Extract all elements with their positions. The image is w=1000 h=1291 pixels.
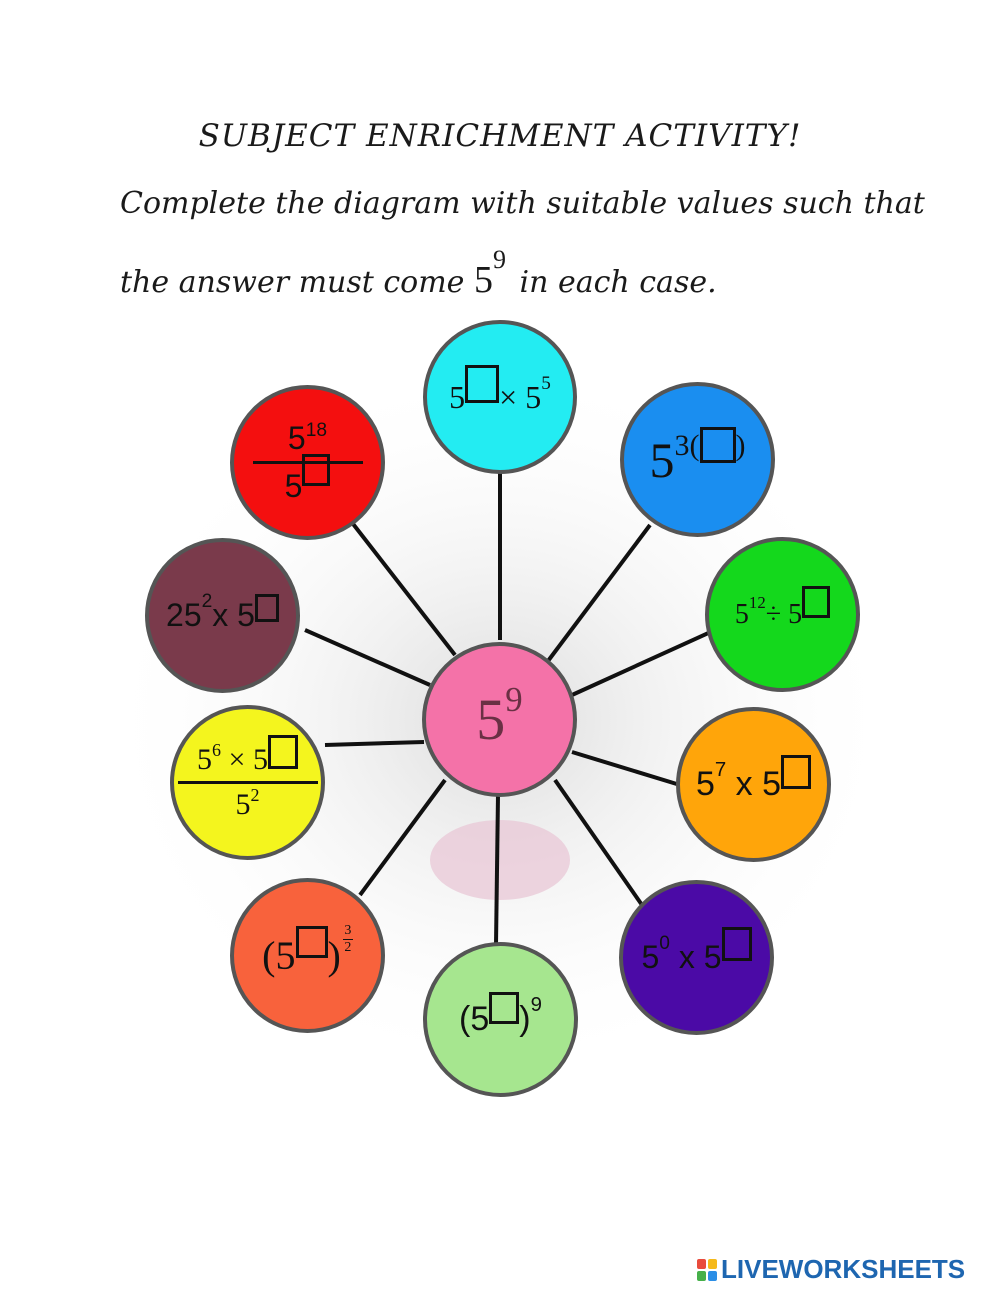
top-left-numerator: 518: [288, 420, 327, 457]
left-lower-fraction-bar: [177, 781, 318, 784]
top-left-fraction: 518 5: [252, 420, 363, 505]
bottom-answer-box[interactable]: [489, 991, 520, 1024]
bottom-right-op: x 5: [678, 939, 722, 975]
spoke-bottom-right: [553, 778, 644, 907]
top-left-den-base: 5: [284, 468, 303, 504]
center-reflection: [430, 820, 570, 900]
circle-top-left: 518 5: [230, 385, 385, 540]
right-upper-base: 5: [734, 598, 749, 630]
left-upper-base: 25: [166, 597, 202, 633]
bottom-right-base: 5: [641, 939, 660, 975]
top-right-base: 5: [649, 431, 675, 488]
right-lower-op: x 5: [735, 765, 782, 803]
instruction-prefix: the answer must come: [120, 265, 465, 300]
center-base: 5: [476, 687, 506, 752]
left-lower-den-exp: 2: [250, 785, 260, 806]
instruction-suffix: in each case.: [519, 265, 717, 300]
bottom-left-open: (5: [262, 933, 296, 978]
bottom-left-close: ): [327, 933, 341, 978]
top-left-fraction-bar: [252, 461, 363, 464]
spoke-right-lower: [571, 750, 681, 787]
answer-exponent: 9: [492, 245, 506, 274]
liveworksheets-logo[interactable]: LIVEWORKSHEETS: [697, 1254, 965, 1285]
bottom-left-answer-box[interactable]: [295, 925, 328, 958]
spokes: [304, 470, 716, 946]
top-left-num-base: 5: [287, 420, 306, 456]
center-exponent: 9: [505, 680, 523, 720]
spoke-left-lower: [324, 740, 425, 747]
bottom-right-exp: 0: [659, 933, 670, 955]
bottom-right-answer-box[interactable]: [721, 926, 752, 961]
spoke-top-left: [348, 518, 457, 657]
liveworksheets-logo-icon: [697, 1258, 717, 1281]
bottom-left-exp-fraction: 3 2: [342, 923, 353, 956]
left-lower-num-exp: 6: [212, 740, 222, 761]
left-lower-denominator: 52: [235, 785, 260, 822]
instruction-line-2: the answer must come 59 in each case.: [120, 245, 717, 302]
top-left-answer-box[interactable]: [302, 454, 331, 486]
left-lower-numerator: 56 × 5: [197, 735, 298, 777]
top-right-answer-box[interactable]: [699, 426, 736, 463]
circle-bottom-left: (5) 3 2: [230, 878, 385, 1033]
bottom-exp: 9: [530, 993, 542, 1016]
left-upper-op: x 5: [212, 597, 255, 633]
bottom-left-exp-den: 2: [344, 940, 352, 955]
top-left-denominator: 5: [284, 454, 331, 505]
left-upper-answer-box[interactable]: [254, 593, 279, 622]
spoke-left-upper: [304, 628, 431, 687]
logo-text: LIVEWORKSHEETS: [721, 1254, 966, 1284]
spoke-bottom-left: [358, 778, 447, 897]
left-upper-exp: 2: [201, 591, 213, 613]
bottom-close: ): [519, 1000, 531, 1038]
top-left-num-exp: 18: [305, 419, 328, 441]
bottom-left-exp-bar: [342, 939, 353, 940]
spoke-right-upper: [571, 628, 716, 697]
left-lower-answer-box[interactable]: [267, 735, 298, 769]
spoke-bottom: [494, 794, 500, 946]
top-right-exp-close: ): [735, 428, 746, 462]
right-lower-base: 5: [695, 765, 715, 803]
circle-left-lower: 56 × 5 52: [170, 705, 325, 860]
left-lower-fraction: 56 × 5 52: [177, 735, 318, 822]
left-lower-num-base: 5: [197, 743, 213, 776]
right-lower-exp: 7: [714, 758, 727, 781]
top-right-exp-open: 3(: [674, 428, 700, 462]
bottom-left-exp-num: 3: [344, 923, 352, 938]
top-base: 5: [449, 378, 466, 415]
top-times: × 5: [499, 378, 542, 415]
right-upper-answer-box[interactable]: [802, 585, 831, 618]
spoke-top-right: [543, 523, 652, 667]
left-lower-den-base: 5: [235, 788, 251, 821]
right-upper-exp: 12: [748, 592, 766, 612]
top-answer-box[interactable]: [465, 365, 500, 403]
right-upper-op: ÷ 5: [765, 598, 803, 630]
instruction-line-1: Complete the diagram with suitable value…: [120, 186, 925, 221]
top-exp: 5: [541, 372, 551, 394]
answer-base: 5: [473, 259, 493, 301]
circle-bottom: (5)9: [423, 942, 578, 1097]
bottom-open: (5: [459, 1000, 490, 1038]
page-title: SUBJECT ENRICHMENT ACTIVITY!: [198, 118, 802, 154]
left-lower-num-op: × 5: [228, 743, 268, 776]
right-lower-answer-box[interactable]: [781, 754, 812, 789]
